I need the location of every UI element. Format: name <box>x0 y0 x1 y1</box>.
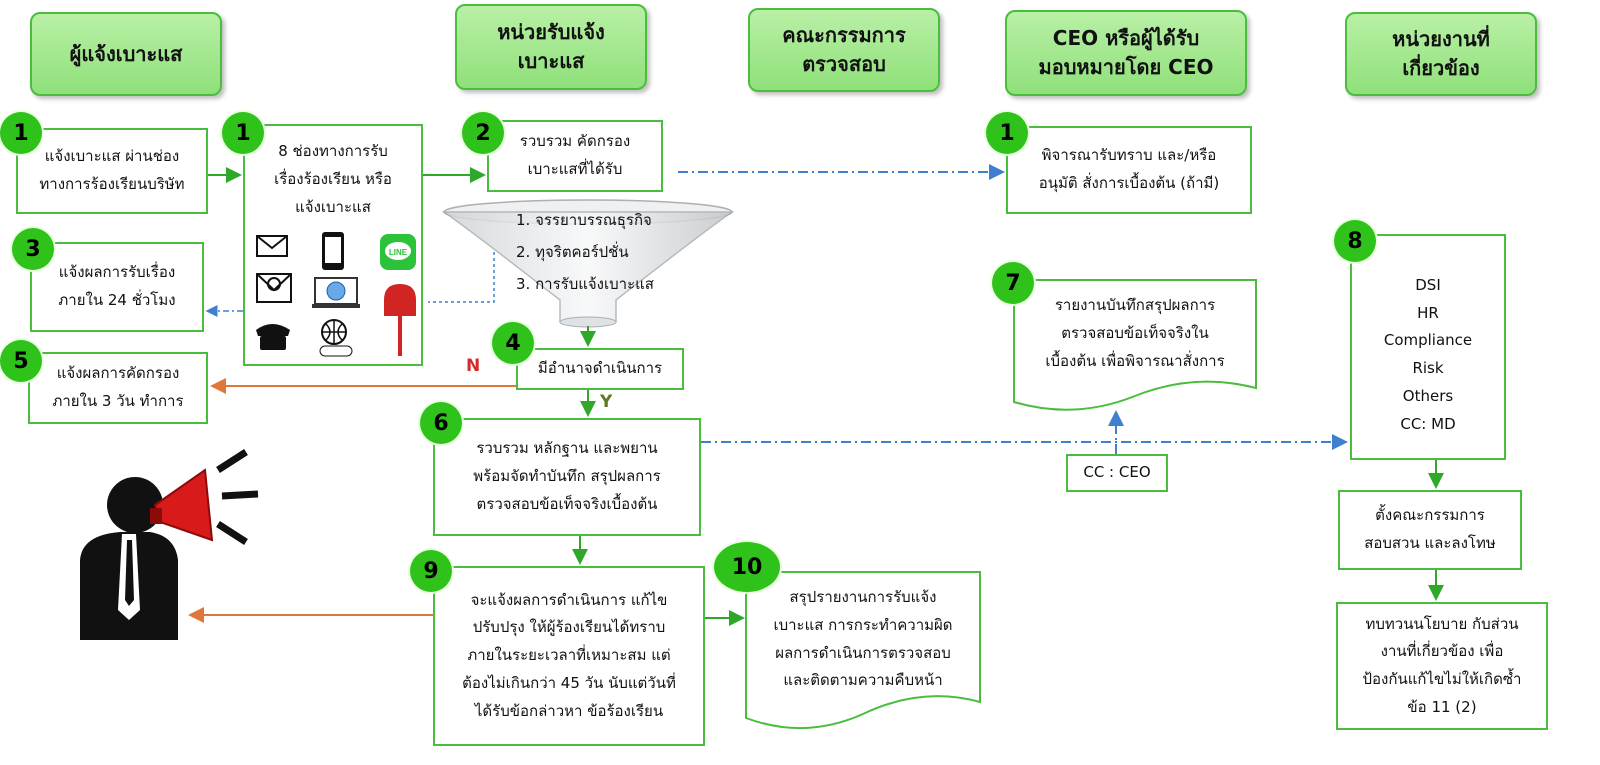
step-notify-45days: จะแจ้งผลการดำเนินการ แก้ไข ปรับปรุง ให้ผ… <box>433 566 705 746</box>
svg-text:LINE: LINE <box>389 248 408 257</box>
step-number-badge: 1 <box>0 112 42 154</box>
step-number-badge: 9 <box>410 550 452 592</box>
step-committee-setup: ตั้งคณะกรรมการ สอบสวน และลงโทษ <box>1338 490 1522 570</box>
department-item: Risk <box>1412 359 1444 377</box>
step-ceo-consider: พิจารณารับทราบ และ/หรือ อนุมัติ สั่งการเ… <box>1006 126 1252 214</box>
step-number-badge: 1 <box>222 112 264 154</box>
step-policy-review: ทบทวนนโยบาย กับส่วน งานที่เกี่ยวข้อง เพื… <box>1336 602 1548 730</box>
step-number-badge: 4 <box>492 322 534 364</box>
funnel-item-ethics: 1. จรรยาบรรณธุรกิจ <box>516 211 652 229</box>
department-item: HR <box>1417 303 1439 322</box>
department-item: DSI <box>1415 275 1441 294</box>
step-summary-report: สรุปรายงานการรับแจ้ง เบาะแส การกระทำความ… <box>773 588 953 690</box>
header-audit-committee: คณะกรรมการ ตรวจสอบ <box>748 8 940 92</box>
header-whistleblower: ผู้แจ้งเบาะแส <box>30 12 222 96</box>
cc-ceo-label: CC : CEO <box>1066 454 1168 492</box>
step-gather-evidence: รวบรวม หลักฐาน และพยาน พร้อมจัดทำบันทึก … <box>433 418 701 536</box>
funnel-item-corruption: 2. ทุจริตคอร์ปชั่น <box>516 243 629 261</box>
step-departments: DSI HR Compliance Risk Others CC: MD <box>1350 234 1506 460</box>
step-number-badge: 8 <box>1334 220 1376 262</box>
funnel-icon <box>441 199 735 328</box>
telephone-icon <box>256 324 290 350</box>
step-number-badge: 10 <box>714 542 780 592</box>
step-collect-screen: รวบรวม คัดกรอง เบาะแสที่ได้รับ <box>487 120 663 192</box>
funnel-item-whistleblowing: 3. การรับแจ้งเบาะแส <box>516 275 654 293</box>
step-number-badge: 7 <box>992 262 1034 304</box>
header-ceo: CEO หรือผู้ได้รับ มอบหมายโดย CEO <box>1005 10 1247 96</box>
decision-yes-label: Y <box>600 392 613 412</box>
mailbox-icon <box>384 284 416 356</box>
line-app-icon: LINE <box>380 234 416 270</box>
mobile-phone-icon <box>322 232 344 270</box>
decision-no-label: N <box>466 356 481 376</box>
header-receiving-unit: หน่วยรับแจ้ง เบาะแส <box>455 4 647 90</box>
step-number-badge: 3 <box>12 228 54 270</box>
step-notify-24h: แจ้งผลการรับเรื่อง ภายใน 24 ชั่วโมง <box>30 242 204 332</box>
step-report-channel: แจ้งเบาะแส ผ่านช่อง ทางการร้องเรียนบริษั… <box>16 128 208 214</box>
department-item: CC: MD <box>1400 414 1456 433</box>
step-number-badge: 5 <box>0 340 42 382</box>
step-number-badge: 6 <box>420 402 462 444</box>
website-icon <box>312 277 360 308</box>
email-icon <box>256 273 292 303</box>
step-number-badge: 1 <box>986 112 1028 154</box>
department-item: Others <box>1402 386 1454 405</box>
step-authority: มีอำนาจดำเนินการ <box>516 348 684 390</box>
person-megaphone-icon <box>80 449 259 640</box>
www-globe-icon <box>319 319 353 357</box>
department-item: Compliance <box>1383 331 1473 350</box>
step-number-badge: 2 <box>462 112 504 154</box>
step-notify-3days: แจ้งผลการคัดกรอง ภายใน 3 วัน ทำการ <box>28 352 208 424</box>
envelope-icon <box>256 235 288 257</box>
header-related-units: หน่วยงานที่ เกี่ยวข้อง <box>1345 12 1537 96</box>
step-report-summary: รายงานบันทึกสรุปผลการ ตรวจสอบข้อเท็จจริง… <box>1045 296 1225 370</box>
